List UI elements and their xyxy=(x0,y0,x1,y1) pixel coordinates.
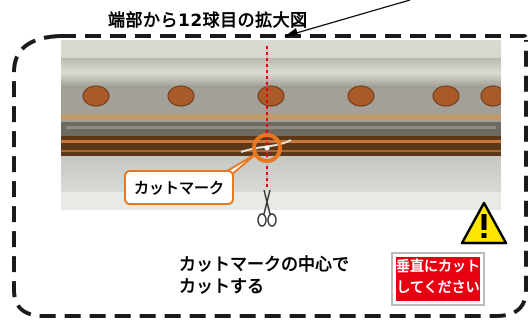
warning-line-2: してください xyxy=(396,280,480,296)
cut-mark-label: カットマーク xyxy=(124,170,235,205)
warning-badge: 垂直にカット してください xyxy=(396,257,480,301)
vertical-cut-warning: 垂直にカット してください xyxy=(391,252,485,306)
page-title: 端部から12球目の拡大図 xyxy=(108,11,308,31)
cut-instruction: カットマークの中心で カットする xyxy=(175,252,353,300)
instruction-line-1: カットマークの中心で xyxy=(179,255,349,275)
warning-line-1: 垂直にカット xyxy=(396,259,480,275)
led-strip-photo xyxy=(61,40,501,210)
instruction-line-2: カットする xyxy=(179,277,264,297)
